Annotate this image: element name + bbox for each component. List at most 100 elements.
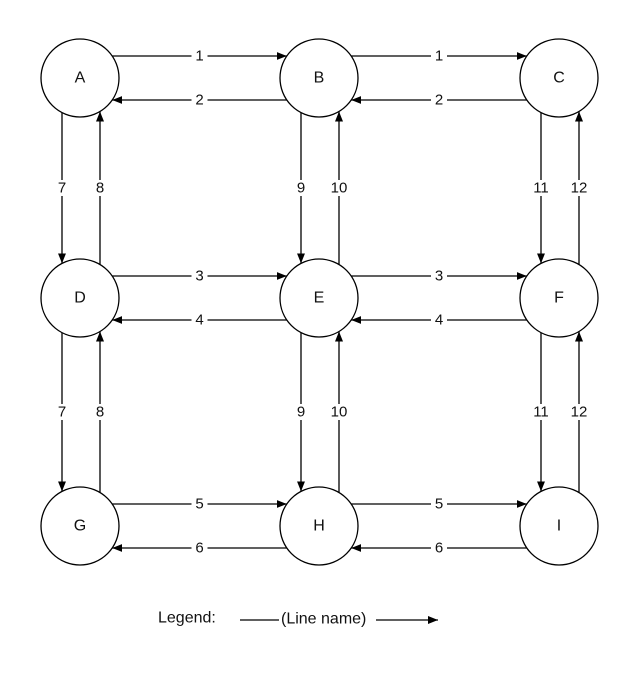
edge-F-C: 12	[566, 111, 592, 265]
node-circle	[279, 486, 359, 566]
edge-label-bg	[431, 540, 447, 556]
edge-label-bg	[191, 312, 208, 328]
edge-label: 3	[435, 268, 443, 285]
edge-label-bg	[54, 404, 70, 420]
edge-H-I: 5	[351, 496, 527, 513]
node-label: B	[314, 70, 325, 87]
edge-label-bg	[92, 180, 108, 196]
node-label: I	[557, 518, 561, 535]
edge-label-bg	[431, 92, 447, 108]
edge-E-D: 4	[112, 312, 287, 329]
edge-label: 7	[58, 404, 66, 421]
node-label: G	[74, 518, 86, 535]
edge-E-B: 10	[326, 111, 352, 265]
edge-G-D: 8	[92, 331, 108, 493]
edge-F-I: 11	[528, 332, 554, 492]
edge-label: 7	[58, 180, 66, 197]
node-h: H	[279, 486, 359, 566]
edge-label: 11	[533, 180, 549, 197]
edge-label-bg	[528, 404, 554, 420]
edge-I-H: 6	[351, 540, 527, 557]
node-g: G	[40, 486, 120, 566]
edge-A-B: 1	[112, 48, 287, 65]
edge-label-bg	[431, 48, 447, 64]
edge-label: 4	[195, 312, 203, 329]
edge-label: 11	[533, 404, 549, 421]
node-c: C	[519, 38, 599, 118]
edge-label-bg	[191, 268, 208, 284]
edge-label-bg	[54, 180, 70, 196]
edge-F-E: 4	[351, 312, 527, 329]
edge-C-F: 11	[528, 112, 554, 264]
node-label: C	[553, 70, 565, 87]
edge-I-F: 12	[566, 331, 592, 493]
edge-label-bg	[566, 404, 592, 420]
node-circle	[519, 486, 599, 566]
edge-label: 2	[435, 92, 443, 109]
edge-label-bg	[293, 180, 309, 196]
edge-label-bg	[92, 404, 108, 420]
edge-label-bg	[528, 180, 554, 196]
edge-A-D: 7	[54, 112, 70, 264]
edge-D-G: 7	[54, 332, 70, 492]
node-circle	[279, 258, 359, 338]
edge-label-bg	[293, 404, 309, 420]
edge-label-bg	[191, 496, 208, 512]
edge-B-E: 9	[293, 112, 309, 264]
edge-C-B: 2	[351, 92, 527, 109]
edge-label: 9	[297, 180, 305, 197]
legend-title: Legend:	[158, 610, 216, 627]
legend-sample-label: (Line name)	[281, 611, 366, 628]
edge-label-bg	[191, 92, 208, 108]
edge-label: 3	[195, 268, 203, 285]
node-b: B	[279, 38, 359, 118]
edge-label: 4	[435, 312, 443, 329]
edge-label-bg	[566, 180, 592, 196]
node-circle	[519, 258, 599, 338]
edge-E-F: 3	[351, 268, 527, 285]
node-label: A	[75, 70, 86, 87]
edge-label: 1	[195, 48, 203, 65]
edge-label: 8	[96, 180, 104, 197]
node-d: D	[40, 258, 120, 338]
nodes-layer: A B C D E F G H I	[40, 38, 599, 566]
edge-label-bg	[191, 48, 208, 64]
edge-label: 8	[96, 404, 104, 421]
edge-label: 9	[297, 404, 305, 421]
edge-label-bg	[326, 180, 352, 196]
node-circle	[40, 258, 120, 338]
node-circle	[279, 38, 359, 118]
node-label: F	[554, 290, 564, 307]
edge-label-bg	[431, 268, 447, 284]
edge-label: 5	[195, 496, 203, 513]
edge-E-H: 9	[293, 332, 309, 492]
node-label: D	[74, 290, 86, 307]
edge-label-bg	[431, 312, 447, 328]
node-e: E	[279, 258, 359, 338]
node-i: I	[519, 486, 599, 566]
edge-H-E: 10	[326, 331, 352, 493]
edge-label: 6	[195, 540, 203, 557]
edge-H-G: 6	[112, 540, 287, 557]
edge-D-A: 8	[92, 111, 108, 265]
edge-label: 10	[331, 180, 348, 197]
edge-label-bg	[431, 496, 447, 512]
edge-B-A: 2	[112, 92, 287, 109]
node-a: A	[40, 38, 120, 118]
legend: Legend: (Line name)	[158, 610, 438, 628]
node-f: F	[519, 258, 599, 338]
node-label: H	[313, 518, 325, 535]
edge-G-H: 5	[112, 496, 287, 513]
node-circle	[519, 38, 599, 118]
edge-B-C: 1	[351, 48, 527, 65]
edge-label: 6	[435, 540, 443, 557]
node-label: E	[314, 290, 325, 307]
edge-label: 12	[571, 180, 588, 197]
edge-label: 1	[435, 48, 443, 65]
node-circle	[40, 38, 120, 118]
edge-D-E: 3	[112, 268, 287, 285]
edge-label-bg	[326, 404, 352, 420]
edge-label: 5	[435, 496, 443, 513]
